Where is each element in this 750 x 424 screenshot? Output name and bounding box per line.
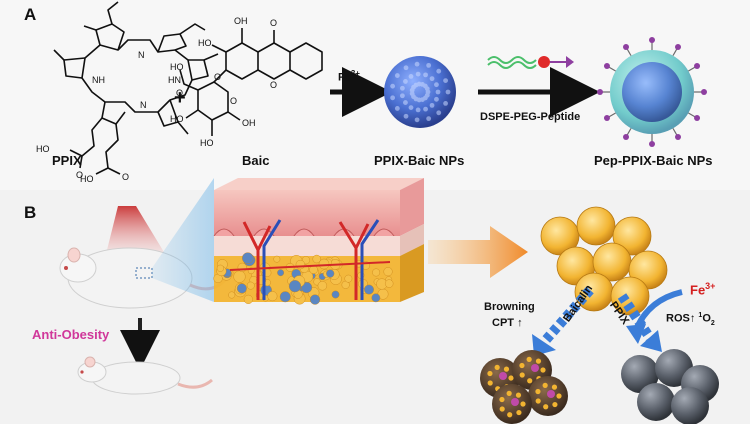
ppix-atom-n2: N (140, 100, 147, 110)
baic-atom-o-link: O (214, 72, 221, 82)
dspe-peg-peptide-icon (487, 56, 574, 69)
baic-atom-ho2: HO (170, 62, 184, 72)
fe-label: Fe3+ (338, 69, 360, 84)
ppix-atom-n1: N (138, 50, 145, 60)
baic-atom-o-ring: O (270, 80, 277, 90)
ros-label: ROS↑ 1O2 (666, 312, 715, 327)
ppix-baic-nanoparticle (384, 56, 456, 128)
orange-arrow (428, 226, 528, 278)
baic-atom-o-sugar: O (230, 96, 237, 106)
zoom-cone (152, 178, 214, 302)
ppix-arrow (617, 293, 662, 352)
skin-block (213, 178, 424, 305)
baicalin-arrow (532, 286, 594, 356)
anti-obesity-label: Anti-Obesity (32, 327, 110, 342)
pep-ppix-baic-nanoparticle (597, 37, 707, 147)
nanoparticle-texture (390, 61, 451, 123)
baic-atom-o-keto: O (270, 18, 277, 28)
baic-atom-ho3: HO (170, 114, 184, 124)
ppix-atom-ho2: HO (80, 174, 94, 184)
ppix-atom-o2: O (122, 172, 129, 182)
baic-atom-ho1: HO (198, 38, 212, 48)
ppix-atom-o1: O (76, 170, 83, 180)
ppix-atom-nh: NH (92, 75, 105, 85)
fe3-label: Fe3+ (690, 281, 716, 298)
slim-mouse (77, 356, 213, 395)
cpt-label: CPT ↑ (492, 317, 523, 329)
panel-a-letter: A (24, 5, 37, 24)
baic-label: Baic (242, 153, 270, 168)
ppix-label: PPIX (52, 153, 82, 168)
peg-label: DSPE-PEG-Peptide (480, 111, 581, 123)
browned-fat-cells (480, 350, 568, 424)
plus-sign: + (174, 87, 186, 109)
ppix-atom-hn: HN (168, 75, 181, 85)
baic-structure (179, 28, 323, 136)
ppix-structure (53, 1, 219, 175)
browning-label: Browning (484, 301, 535, 313)
ppix-baic-nps-label: PPIX-Baic NPs (374, 153, 465, 168)
baic-atom-oh2: OH (242, 118, 256, 128)
damaged-fat-cells (621, 349, 719, 424)
baic-atom-oh1: OH (234, 16, 248, 26)
pep-ppix-baic-nps-label: Pep-PPIX-Baic NPs (594, 153, 713, 168)
baic-atom-o-acid: O (176, 88, 183, 98)
fe-curved-arrow-head (626, 324, 646, 344)
baic-atom-ho4: HO (200, 138, 214, 148)
panel-b-letter: B (24, 203, 37, 222)
ppix-atom-ho1: HO (36, 144, 50, 154)
white-fat-cell-cluster (540, 206, 668, 316)
